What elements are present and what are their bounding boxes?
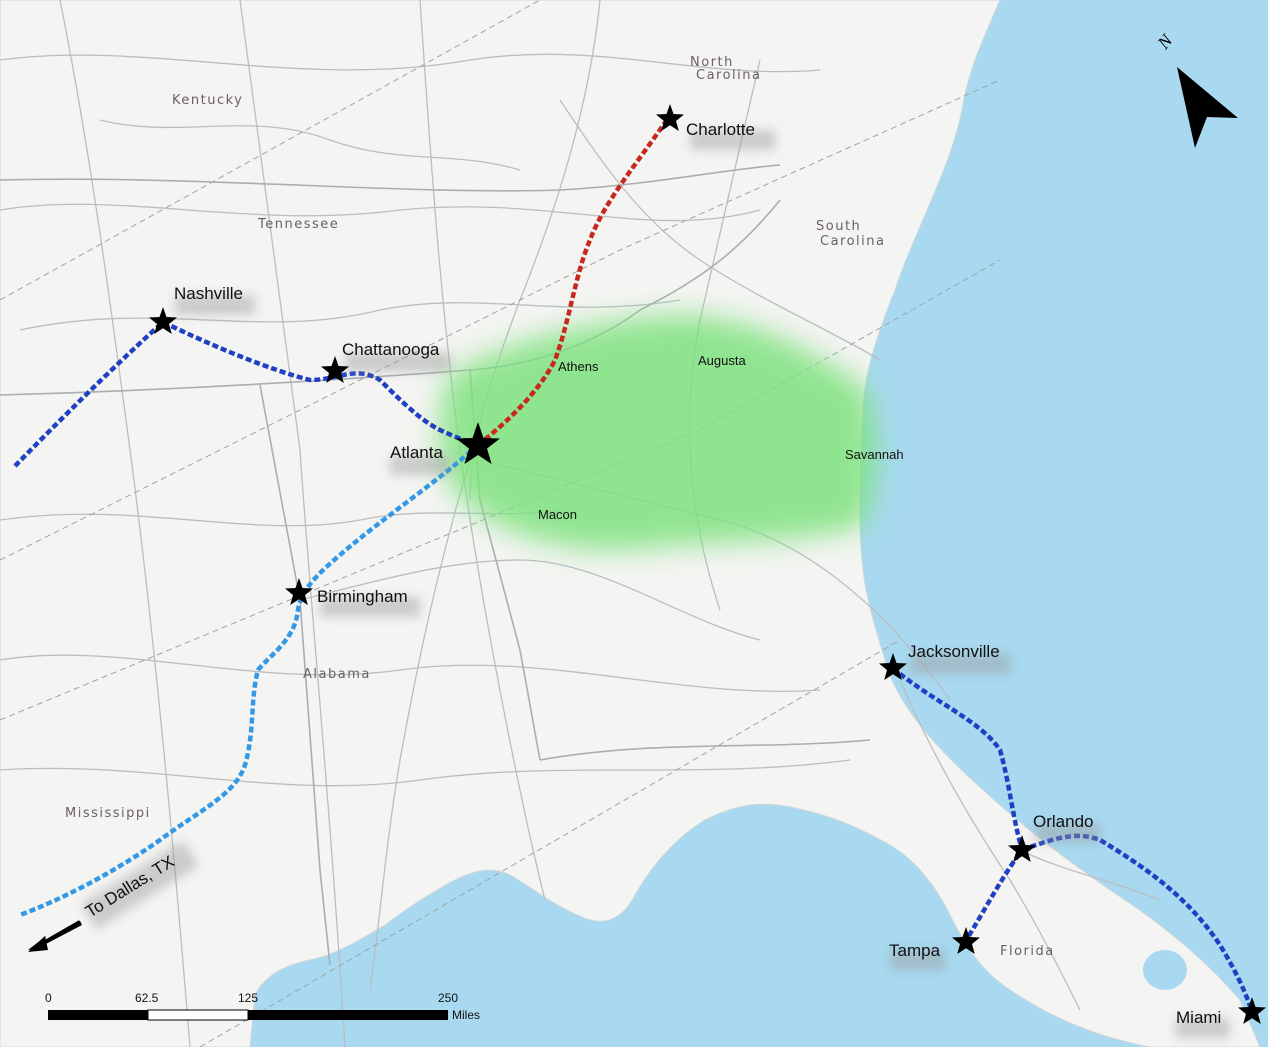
route-nashville-atlanta [13,319,479,468]
city-label-jacksonville: Jacksonville [908,642,1000,661]
star-icon [456,422,500,464]
state-label-south-carolina-line2: Carolina [820,234,886,249]
state-label-mississippi: Mississippi [65,806,151,821]
rail-lines [0,0,1001,1047]
region-city-augusta: Augusta [698,353,746,368]
scale-bar: 0 62.5 125 250 Miles [45,991,480,1022]
star-icon [1238,997,1266,1024]
region-city-athens: Athens [558,359,599,374]
city-label-miami: Miami [1176,1008,1221,1027]
lake-okeechobee [1143,950,1187,990]
scale-tick-0: 0 [45,991,52,1005]
city-label-chattanooga: Chattanooga [342,340,440,359]
city-label-tampa: Tampa [889,941,941,960]
city-label-nashville: Nashville [174,284,243,303]
label-shadows [81,130,1230,1038]
region-city-macon: Macon [538,507,577,522]
state-label-florida: Florida [1000,944,1055,959]
route-atlanta-charlotte [476,116,670,447]
north-arrow-icon [1177,67,1238,148]
scale-tick-62: 62.5 [135,991,159,1005]
scale-tick-125: 125 [238,991,258,1005]
city-label-birmingham: Birmingham [317,587,408,606]
state-label-north-carolina-line1: North [690,55,734,70]
scale-tick-250: 250 [438,991,458,1005]
state-label-tennessee: Tennessee [257,217,339,232]
city-label-orlando: Orlando [1033,812,1093,831]
star-icon [1008,835,1036,862]
state-labels: Kentucky Tennessee North Carolina South … [65,55,1055,959]
star-icon [285,578,313,605]
state-label-kentucky: Kentucky [172,93,243,108]
state-label-south-carolina-line1: South [816,219,861,234]
route-florida [891,666,1255,1013]
star-icon [879,653,907,680]
city-labels: Charlotte Nashville Chattanooga Atlanta … [174,120,1221,1027]
city-markers [149,104,1266,1024]
star-icon [656,104,684,131]
city-label-charlotte: Charlotte [686,120,755,139]
state-label-alabama: Alabama [303,667,371,682]
scale-unit: Miles [452,1008,480,1022]
star-icon [321,356,349,383]
star-icon [149,307,177,334]
region-city-labels: Athens Augusta Savannah Macon [538,353,904,522]
state-label-north-carolina-line2: Carolina [696,68,762,83]
city-label-atlanta: Atlanta [390,443,443,462]
routes [13,116,1255,1013]
star-icon [952,927,980,954]
region-city-savannah: Savannah [845,447,904,462]
